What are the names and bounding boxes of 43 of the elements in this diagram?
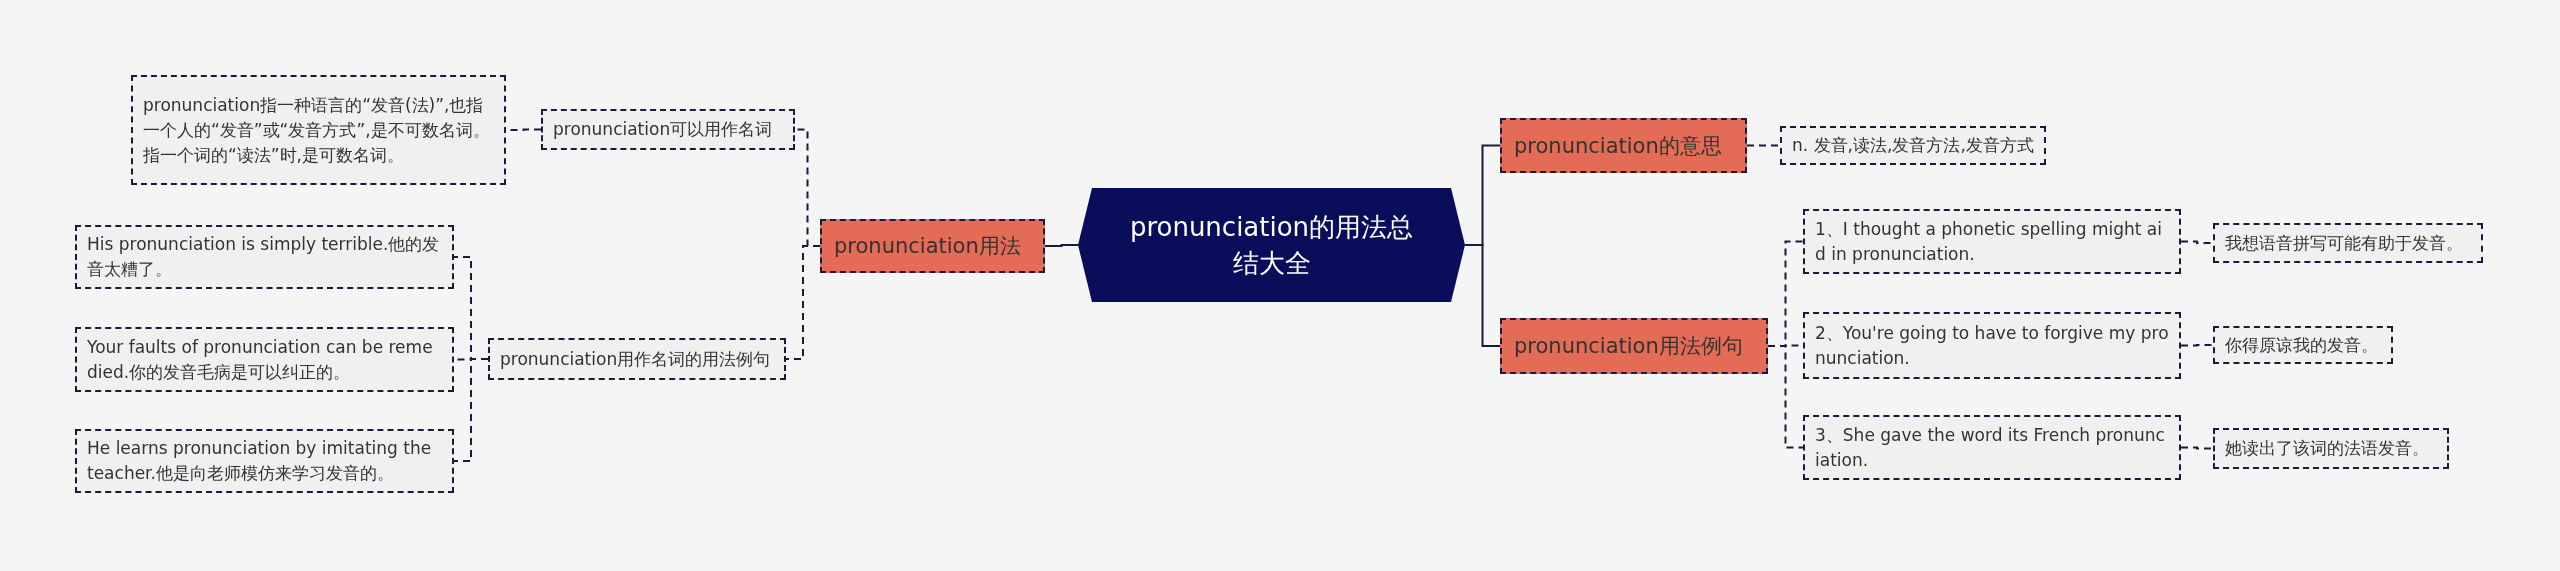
connector-line [2180,240,2214,244]
topic-text: pronunciation用法 [834,233,1021,260]
subtopic-box [2213,428,2449,469]
connector-line [453,358,489,462]
branch-topic [1500,318,1768,374]
connector-line [1767,345,1804,449]
topic-text: 我想语音拼写可能有助于发音。 [2225,231,2463,255]
subtopic-box [75,225,454,289]
subtopic-box [1780,126,2046,165]
topic-text: pronunciation用法例句 [1514,333,1743,360]
topic-text: pronunciation可以用作名词 [553,118,773,141]
topic-text: pronunciation指一种语言的“发音(法)”,也指一个人的“发音”或“发音方式”,是不可数名词。指一个词的“读法”时,是可数名词。 [143,93,491,167]
topic-text: Your faults of pronunciation can be remedied.你的发音毛病是可以纠正的。 [87,335,434,384]
subtopic-box [131,75,506,185]
topic-text: He learns pronunciation by imitating the teacher.他是向老师模仿来学习发音的。 [87,437,433,485]
connector-line [1746,144,1781,147]
topic-text: 3、She gave the word its French pronunciation. [1815,423,2166,472]
subtopic-box [1803,209,2181,274]
topic-text: pronunciation的意思 [1514,132,1722,160]
topic-text: pronunciation用作名词的用法例句 [500,347,771,371]
connector-line [2180,446,2214,450]
subtopic-box [1803,312,2181,379]
central-topic [1078,188,1465,302]
topic-text: pronunciation的用法总结大全 [1128,211,1415,280]
subtopic-box [75,327,454,392]
topic-text: 她读出了该词的法语发音。 [2225,437,2429,460]
topic-text: His pronunciation is simply terrible.他的发音太糟了。 [87,233,441,281]
subtopic-box [488,338,786,380]
subtopic-box [2213,223,2483,263]
topic-text: n. 发音,读法,发音方法,发音方式 [1792,134,2034,157]
branch-topic [1500,118,1747,173]
subtopic-box [2213,326,2393,364]
branch-topic [820,219,1045,273]
connector-line [1044,244,1079,247]
topic-text: 2、You're going to have to forgive my pronunciation. [1815,321,2169,370]
topic-text: 你得原谅我的发音。 [2225,333,2378,357]
subtopic-box [75,429,454,493]
topic-text: 1、I thought a phonetic spelling might aid in pronunciation. [1815,217,2163,266]
connector-line [2180,344,2214,347]
subtopic-box [541,109,795,150]
connector-line [1464,244,1501,347]
subtopic-box [1803,415,2181,480]
connector-line [785,245,821,360]
